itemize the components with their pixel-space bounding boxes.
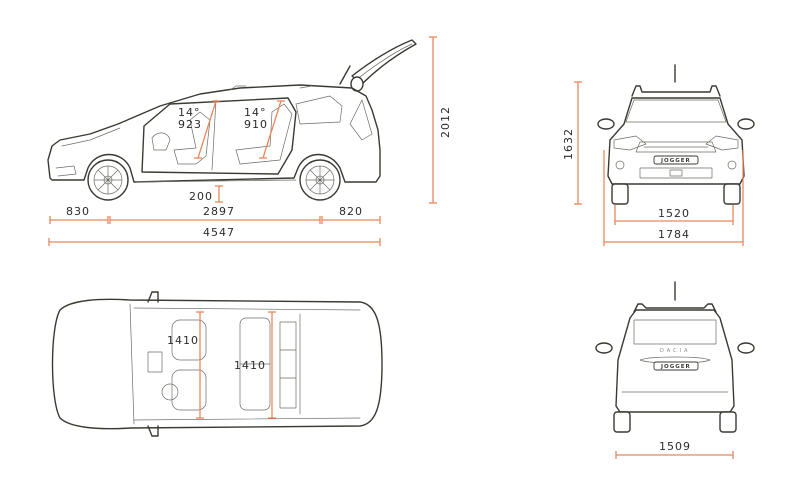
rear-jogger-badge — [653, 361, 699, 371]
second-row-headroom-label: 910 — [244, 118, 268, 131]
top-body-illustration — [51, 291, 383, 437]
wheelbase-dimension: 2897 — [109, 205, 321, 224]
front-view: JOGGER 1632 1520 1784 — [562, 64, 755, 246]
front-wheel-illustration — [87, 159, 129, 201]
open-tailgate-illustration — [339, 39, 417, 92]
rear-track-label: 1509 — [659, 440, 691, 453]
top-view: 1410 1410 — [51, 291, 383, 437]
overall-width-label: 1784 — [658, 228, 690, 241]
front-track-label: 1520 — [658, 207, 690, 220]
overall-length-label: 4547 — [203, 226, 235, 239]
overall-length-dimension: 4547 — [48, 226, 381, 246]
rear-view: DACIA JOGGER 1509 — [595, 281, 755, 459]
front-body-illustration: JOGGER — [597, 64, 755, 205]
front-headroom-dimension: 14° 923 — [178, 100, 220, 159]
rear-wheel-illustration — [299, 159, 341, 201]
second-row-shoulder-width-label: 1410 — [234, 359, 266, 372]
front-overhang-dimension: 830 — [49, 205, 109, 224]
side-view: 14° 923 14° 910 200 830 2897 — [47, 36, 452, 246]
rear-body-illustration: DACIA JOGGER — [595, 281, 755, 433]
front-height-label: 1632 — [562, 128, 575, 160]
front-shoulder-width-dimension: 1410 — [167, 311, 204, 419]
front-track-dimension: 1520 — [614, 205, 734, 225]
rear-overhang-dimension: 820 — [321, 205, 381, 224]
wheelbase-label: 2897 — [203, 205, 235, 218]
ground-clearance-label: 200 — [189, 190, 213, 203]
front-height-dimension: 1632 — [562, 81, 582, 205]
side-body-illustration — [47, 84, 381, 183]
front-jogger-badge — [653, 155, 699, 165]
second-row-shoulder-width-dimension: 1410 — [234, 311, 276, 419]
overall-width-dimension: 1784 — [603, 150, 744, 246]
front-badge-text: JOGGER — [660, 158, 691, 164]
rear-overhang-label: 820 — [339, 205, 363, 218]
front-shoulder-width-label: 1410 — [167, 334, 199, 347]
second-row-headroom-dimension: 14° 910 — [244, 100, 285, 159]
rear-brand-text: DACIA — [660, 348, 690, 354]
front-overhang-label: 830 — [66, 205, 90, 218]
ground-clearance-dimension: 200 — [189, 185, 223, 203]
rear-track-dimension: 1509 — [615, 440, 734, 459]
height-tailgate-open-label: 2012 — [439, 106, 452, 138]
second-row-seat-angle-label: 14° — [244, 106, 267, 119]
front-headroom-label: 923 — [178, 118, 202, 131]
front-seat-angle-label: 14° — [178, 106, 201, 119]
height-tailgate-open-dimension: 2012 — [429, 36, 452, 204]
rear-badge-text: JOGGER — [660, 364, 691, 370]
